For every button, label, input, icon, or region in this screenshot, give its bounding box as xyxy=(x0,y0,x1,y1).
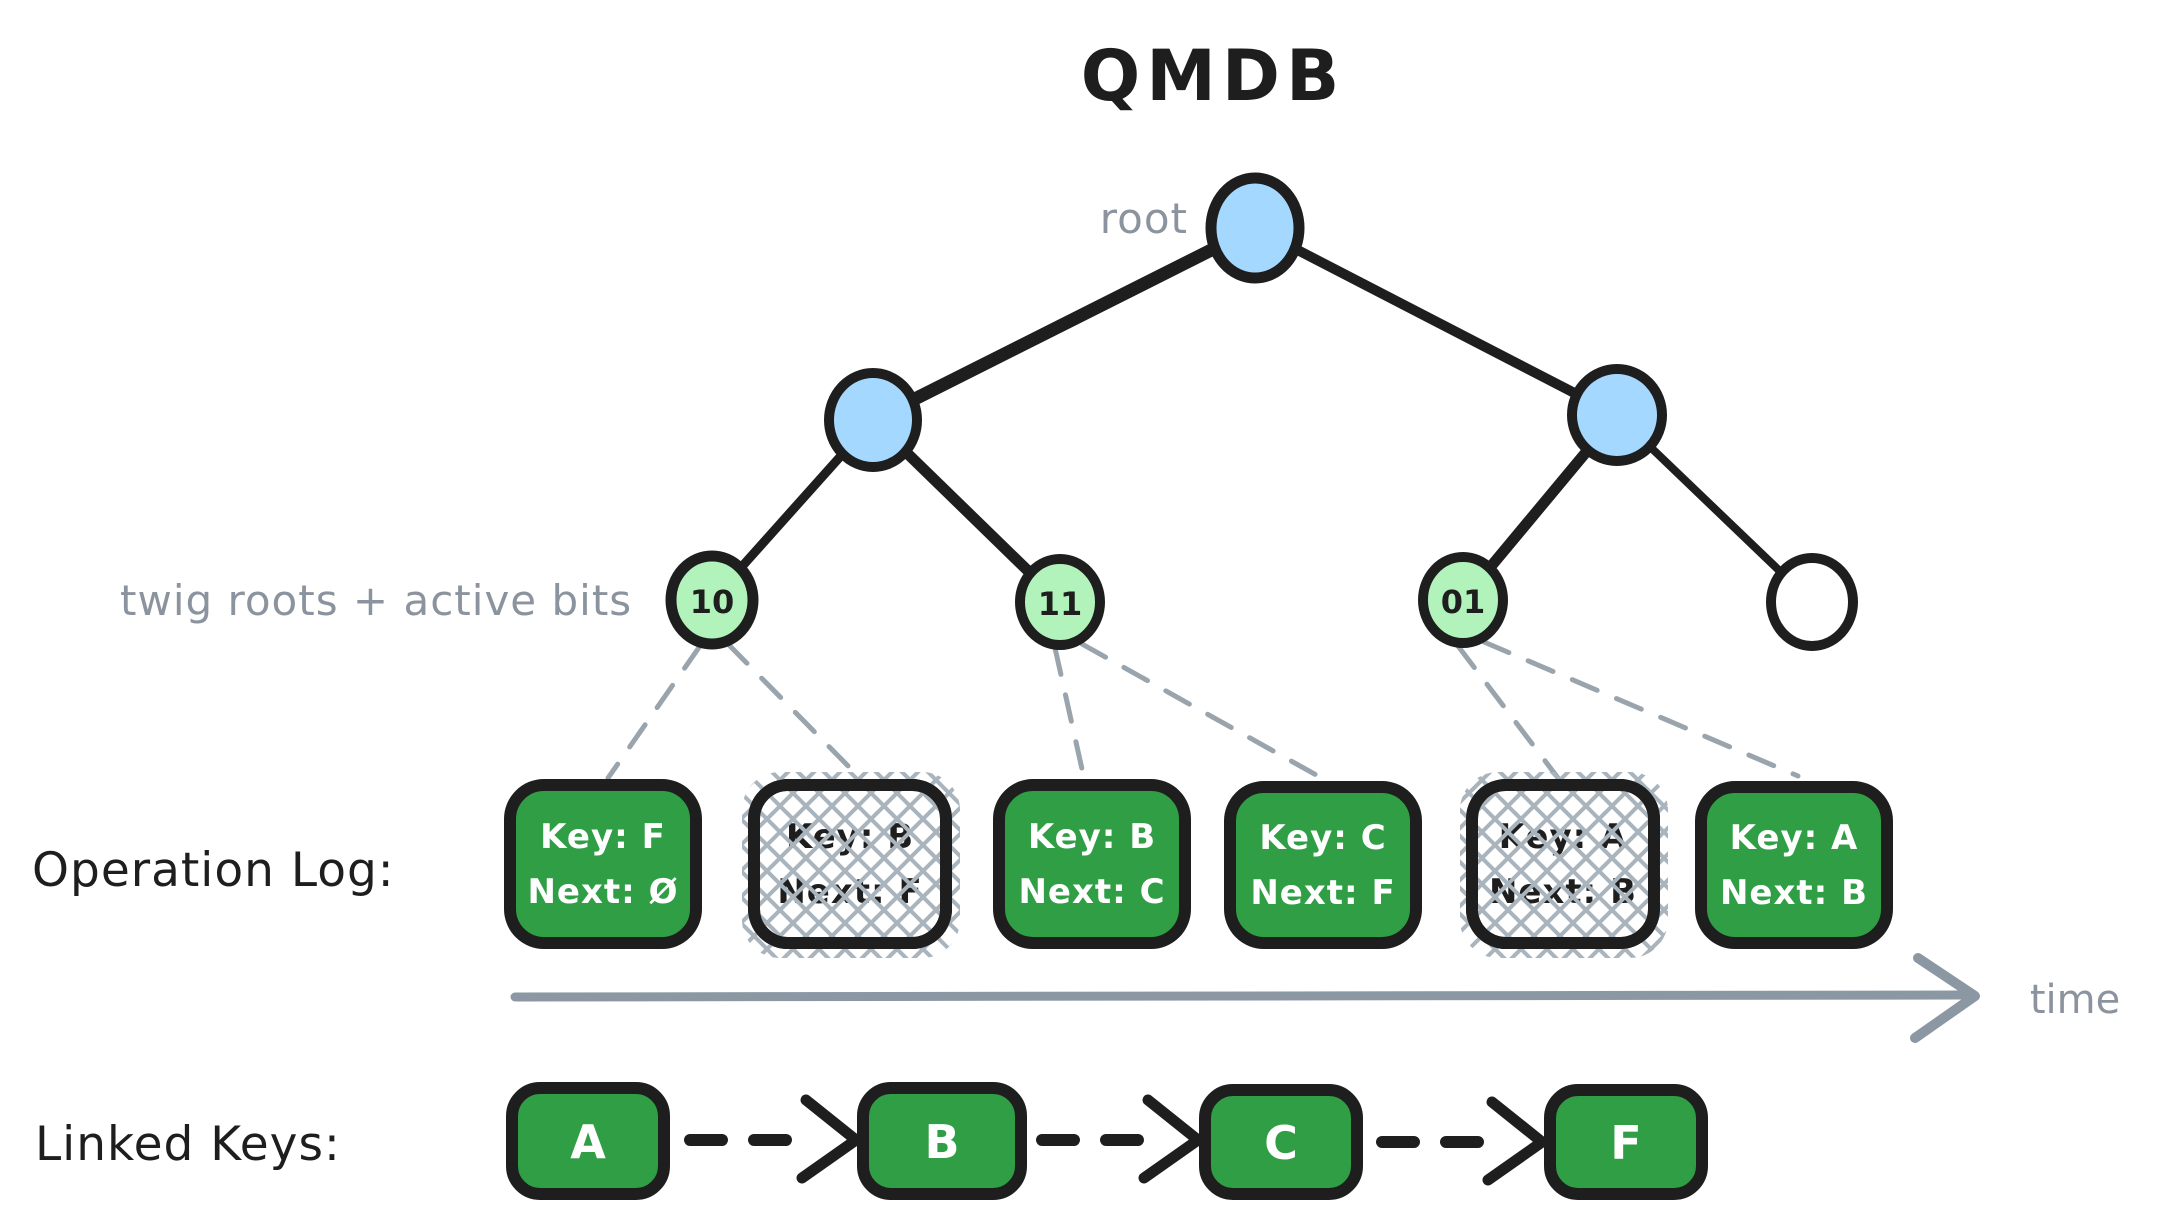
op-box-1-key: Key: F xyxy=(540,817,666,857)
link-arrow-b-c xyxy=(1036,1094,1204,1184)
op-box-4: Key: C Next: F xyxy=(1224,781,1422,949)
op-box-4-key: Key: C xyxy=(1259,818,1386,858)
op-box-1: Key: F Next: Ø xyxy=(504,779,702,949)
linked-key-c: C xyxy=(1199,1084,1363,1200)
tree-edge-root-right xyxy=(1250,223,1622,420)
connector-10-box1 xyxy=(605,643,703,781)
linked-key-a-letter: A xyxy=(570,1115,606,1169)
link-arrowhead-icon xyxy=(1482,1096,1548,1186)
linked-key-b-letter: B xyxy=(924,1115,959,1169)
linked-key-c-letter: C xyxy=(1264,1116,1298,1170)
time-label: time xyxy=(2030,977,2120,1023)
tree-nodes: 10 11 01 xyxy=(665,172,1858,651)
crossed-out-hatch xyxy=(742,772,960,958)
op-box-5: Key: A Next: B xyxy=(1460,772,1668,958)
twig-node-empty xyxy=(1766,553,1858,651)
time-arrow xyxy=(510,990,1967,1002)
op-box-3: Key: B Next: C xyxy=(993,779,1191,949)
root-node xyxy=(1205,172,1305,284)
internal-node-right xyxy=(1567,364,1667,466)
twig-node-11 xyxy=(1015,554,1105,650)
twig-node-10 xyxy=(665,550,759,650)
twig-bits-10: 10 xyxy=(690,583,735,621)
linked-key-f: F xyxy=(1544,1084,1708,1200)
op-box-6-key: Key: A xyxy=(1730,818,1859,858)
op-box-6: Key: A Next: B xyxy=(1695,781,1893,949)
linked-keys-label: Linked Keys: xyxy=(35,1117,341,1172)
crossed-out-hatch xyxy=(1460,772,1668,958)
twig-bits-01: 01 xyxy=(1441,583,1486,621)
op-box-3-next: Next: C xyxy=(1018,872,1165,912)
link-arrowhead-icon xyxy=(796,1094,862,1184)
root-label: root xyxy=(1100,194,1188,243)
page-title: QMDB xyxy=(1081,35,1346,117)
connector-01-box6 xyxy=(1481,639,1801,779)
time-arrow-head-icon xyxy=(1910,953,1980,1043)
op-box-2: Key: B Next: F xyxy=(742,772,960,958)
op-box-6-next: Next: B xyxy=(1720,873,1868,913)
operation-log: Key: F Next: Ø Key: B Next: F Key: B Nex… xyxy=(504,772,1893,958)
connector-11-box4 xyxy=(1079,641,1321,779)
connector-01-box5 xyxy=(1455,643,1561,781)
link-arrow-c-f xyxy=(1376,1096,1548,1186)
op-box-3-key: Key: B xyxy=(1028,817,1156,857)
twig-log-connectors xyxy=(605,639,1801,781)
internal-node-left xyxy=(824,368,922,472)
op-box-1-next: Next: Ø xyxy=(527,872,678,912)
connector-11-box3 xyxy=(1052,645,1087,781)
link-arrowhead-icon xyxy=(1138,1094,1204,1184)
time-axis: time xyxy=(510,953,2120,1043)
tree-edge-root-left xyxy=(866,221,1262,427)
linked-key-b: B xyxy=(857,1082,1027,1200)
twig-roots-label: twig roots + active bits xyxy=(120,576,632,625)
operation-log-label: Operation Log: xyxy=(32,843,395,898)
linked-keys: A B C F xyxy=(506,1082,1708,1200)
twig-node-01 xyxy=(1418,552,1508,648)
connector-10-box2 xyxy=(725,641,861,779)
linked-key-f-letter: F xyxy=(1610,1116,1641,1170)
linked-key-a: A xyxy=(506,1082,670,1200)
op-box-4-next: Next: F xyxy=(1250,873,1395,913)
twig-bits-11: 11 xyxy=(1038,585,1083,623)
link-arrow-a-b xyxy=(684,1094,862,1184)
